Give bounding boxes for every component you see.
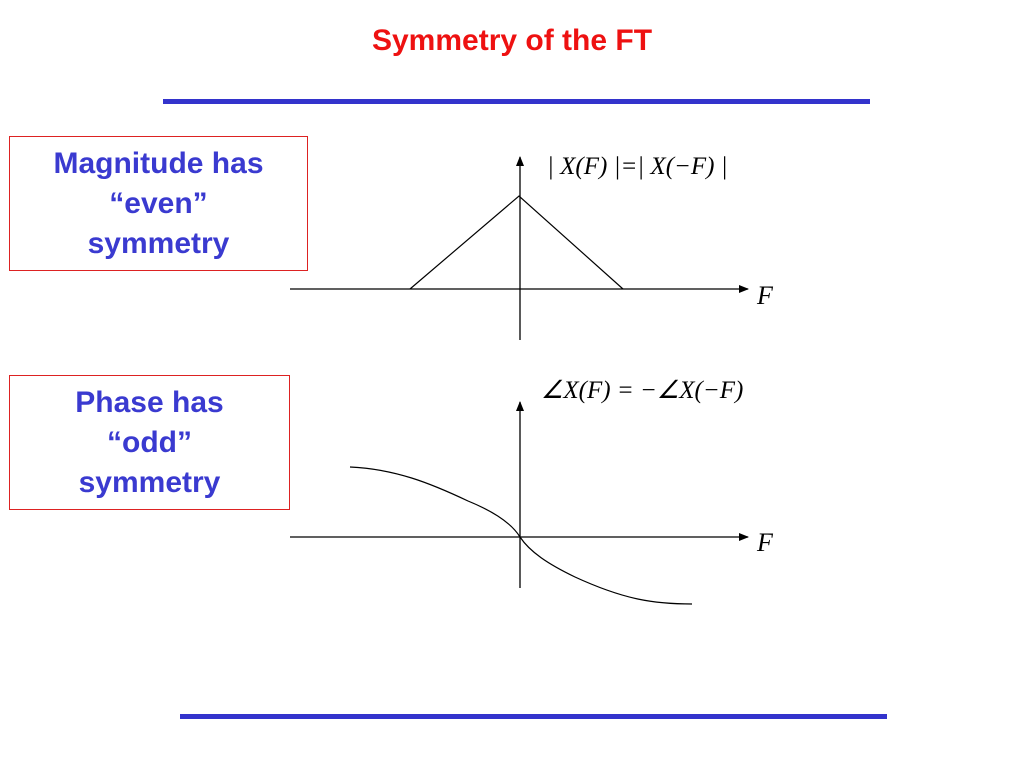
magnitude-box-line1: Magnitude has	[53, 146, 264, 180]
magnitude-triangle-curve	[409, 195, 624, 290]
phase-box-line1: Phase has	[75, 385, 224, 419]
bottom-divider	[180, 714, 887, 719]
top-divider	[163, 99, 870, 104]
slide-title: Symmetry of the FT	[371, 24, 653, 57]
magnitude-equation: | X(F) |=| X(−F) |	[547, 153, 728, 180]
magnitude-box: Magnitude has “even” symmetry	[9, 136, 308, 271]
phase-axis-label: F	[756, 528, 774, 557]
phase-box-line3: symmetry	[78, 465, 221, 499]
phase-equation: ∠X(F) = −∠X(−F)	[541, 377, 743, 404]
phase-box: Phase has “odd” symmetry	[9, 375, 290, 510]
magnitude-box-line3: symmetry	[87, 226, 230, 260]
magnitude-plot: | X(F) |=| X(−F) | F	[290, 153, 774, 340]
phase-box-line2: “odd”	[107, 425, 192, 459]
phase-odd-curve	[349, 466, 693, 605]
magnitude-axis-label: F	[756, 281, 774, 310]
magnitude-box-line2: “even”	[109, 186, 208, 220]
phase-plot: ∠X(F) = −∠X(−F) F	[290, 377, 774, 605]
